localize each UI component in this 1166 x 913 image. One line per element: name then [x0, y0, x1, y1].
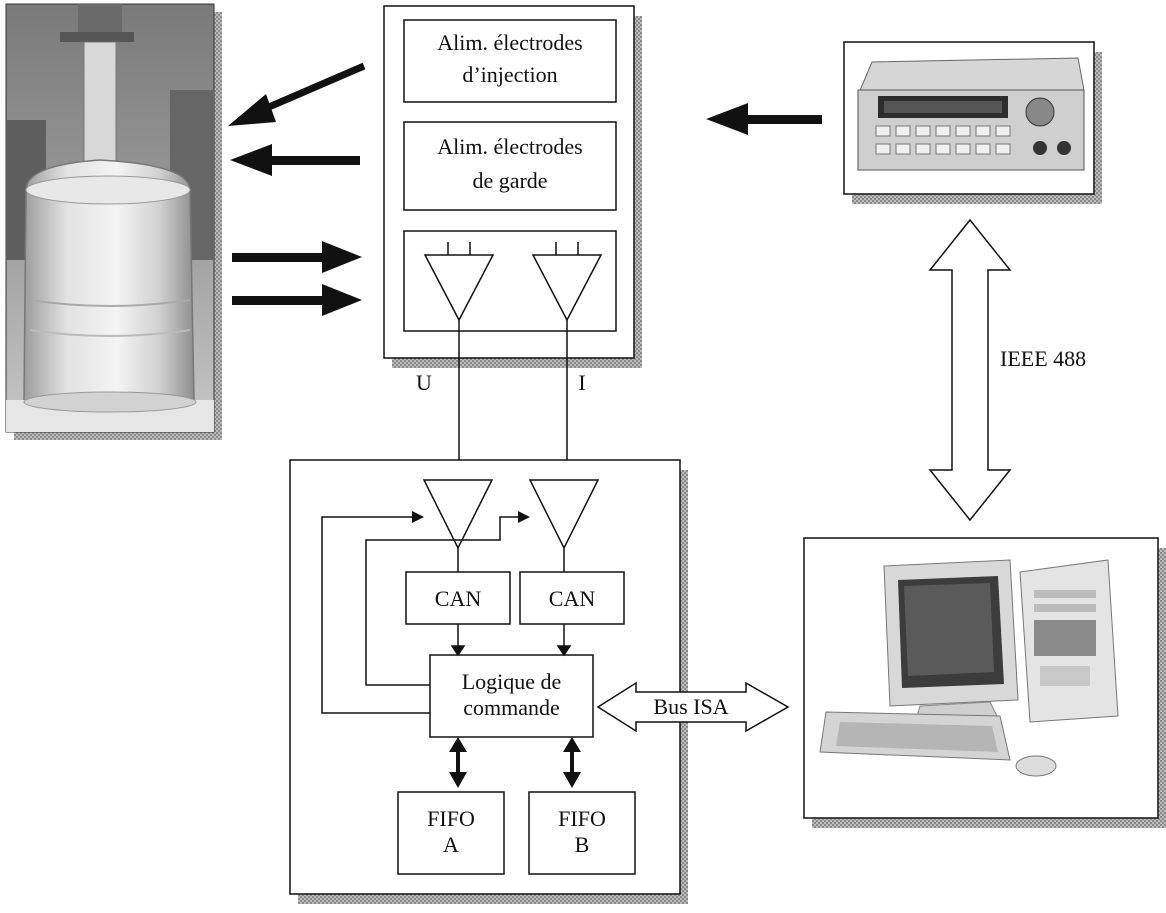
injection-supply-box [403, 19, 617, 103]
isa-bus-link-icon [596, 681, 790, 733]
voltage-amplifier-icon [423, 242, 495, 322]
control-logic-line-1: Logique de [461, 669, 562, 694]
adc-right-label: CAN [548, 586, 596, 611]
injection-supply-line-1: Alim. électrodes [437, 30, 583, 55]
fifo-b-label: FIFO B [529, 806, 635, 858]
desktop-computer-photo [803, 537, 1166, 828]
control-logic-line-2: commande [463, 695, 560, 720]
injection-supply-line-2: d’injection [462, 62, 558, 87]
acquisition-unit [383, 5, 642, 368]
adc-box-right [519, 571, 625, 625]
guard-supply-line-2: de garde [472, 168, 548, 193]
electrolytic-tank-photo [5, 3, 222, 440]
fifo-b-line-2: B [574, 832, 590, 857]
adc-box-left [405, 571, 511, 625]
fifo-a-label: FIFO A [398, 806, 504, 858]
guard-supply-box [403, 121, 617, 211]
isa-bus-label: Bus ISA [653, 694, 729, 719]
ieee-488-label: IEEE 488 [1000, 346, 1087, 371]
fifo-b-line-1: FIFO [558, 806, 606, 831]
guard-supply-label: Alim. électrodes de garde [404, 134, 616, 194]
injection-supply-label: Alim. électrodes d’injection [404, 30, 616, 88]
control-board [289, 459, 688, 904]
fifo-a-line-2: A [443, 832, 459, 857]
gain-amplifier-u-icon [422, 479, 494, 550]
control-logic-box [429, 654, 594, 738]
function-generator-photo [843, 41, 1102, 204]
control-logic-label: Logique de commande [430, 669, 593, 721]
signal-lines [458, 320, 568, 480]
fifo-a-box [397, 791, 505, 875]
arrows-to-tank [228, 62, 822, 316]
voltage-signal-label: U [416, 370, 432, 395]
guard-supply-line-1: Alim. électrodes [437, 134, 583, 159]
adc-left-label: CAN [434, 586, 482, 611]
current-amplifier-icon [531, 242, 603, 322]
fifo-a-line-1: FIFO [427, 806, 475, 831]
gain-amplifier-i-icon [528, 479, 600, 550]
current-signal-label: I [578, 370, 586, 395]
fifo-b-box [528, 791, 636, 875]
ieee-488-link-icon [928, 218, 1012, 522]
